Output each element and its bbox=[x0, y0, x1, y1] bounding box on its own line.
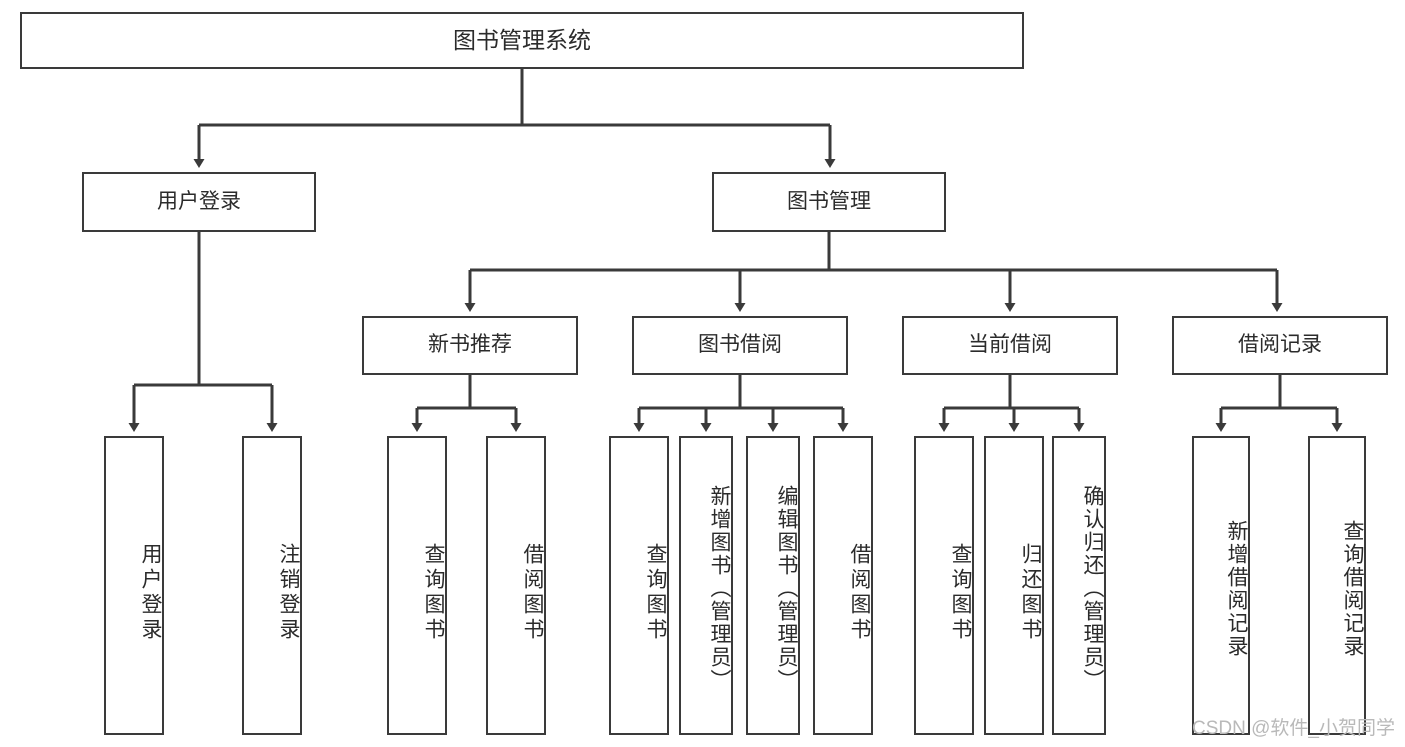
node-label: 确认归还（管理员） bbox=[1081, 485, 1104, 692]
node-leaf-add-record[interactable]: 新增借阅记录 bbox=[1192, 436, 1250, 735]
node-user-login[interactable]: 用户登录 bbox=[82, 172, 316, 232]
node-label: 新增借阅记录 bbox=[1225, 519, 1248, 658]
node-label: 查询图书 bbox=[949, 542, 972, 643]
node-label: 归还图书 bbox=[1019, 542, 1042, 643]
node-borrow-record[interactable]: 借阅记录 bbox=[1172, 316, 1388, 375]
node-label: 用户登录 bbox=[139, 542, 162, 643]
node-leaf-user-login[interactable]: 用户登录 bbox=[104, 436, 164, 735]
node-label: 注销登录 bbox=[277, 542, 300, 643]
node-label: 图书管理系统 bbox=[453, 26, 591, 53]
node-leaf-confirm-return[interactable]: 确认归还（管理员） bbox=[1052, 436, 1106, 735]
node-leaf-user-logout[interactable]: 注销登录 bbox=[242, 436, 302, 735]
node-book-borrow[interactable]: 图书借阅 bbox=[632, 316, 848, 375]
node-label: 借阅记录 bbox=[1238, 333, 1322, 357]
node-leaf-query-book-1[interactable]: 查询图书 bbox=[387, 436, 447, 735]
node-label: 查询借阅记录 bbox=[1341, 519, 1364, 658]
node-label: 图书借阅 bbox=[698, 333, 782, 357]
node-current-borrow[interactable]: 当前借阅 bbox=[902, 316, 1118, 375]
node-label: 查询图书 bbox=[644, 542, 667, 643]
node-label: 用户登录 bbox=[157, 189, 241, 213]
node-label: 查询图书 bbox=[422, 542, 445, 643]
node-leaf-borrow-book-1[interactable]: 借阅图书 bbox=[486, 436, 546, 735]
node-label: 编辑图书（管理员） bbox=[775, 485, 798, 692]
node-leaf-query-book-2[interactable]: 查询图书 bbox=[609, 436, 669, 735]
node-leaf-borrow-book-2[interactable]: 借阅图书 bbox=[813, 436, 873, 735]
node-new-book-recommend[interactable]: 新书推荐 bbox=[362, 316, 578, 375]
node-label: 图书管理 bbox=[787, 189, 871, 213]
csdn-watermark: CSDN @软件_小贺同学 bbox=[1192, 718, 1395, 739]
node-book-manage[interactable]: 图书管理 bbox=[712, 172, 946, 232]
node-leaf-query-book-3[interactable]: 查询图书 bbox=[914, 436, 974, 735]
node-label: 新书推荐 bbox=[428, 333, 512, 357]
node-leaf-return-book[interactable]: 归还图书 bbox=[984, 436, 1044, 735]
node-root-system[interactable]: 图书管理系统 bbox=[20, 12, 1024, 69]
node-label: 借阅图书 bbox=[848, 542, 871, 643]
node-label: 当前借阅 bbox=[968, 333, 1052, 357]
node-label: 借阅图书 bbox=[521, 542, 544, 643]
node-leaf-query-record[interactable]: 查询借阅记录 bbox=[1308, 436, 1366, 735]
node-leaf-add-book[interactable]: 新增图书（管理员） bbox=[679, 436, 733, 735]
node-leaf-edit-book[interactable]: 编辑图书（管理员） bbox=[746, 436, 800, 735]
node-label: 新增图书（管理员） bbox=[708, 485, 731, 692]
